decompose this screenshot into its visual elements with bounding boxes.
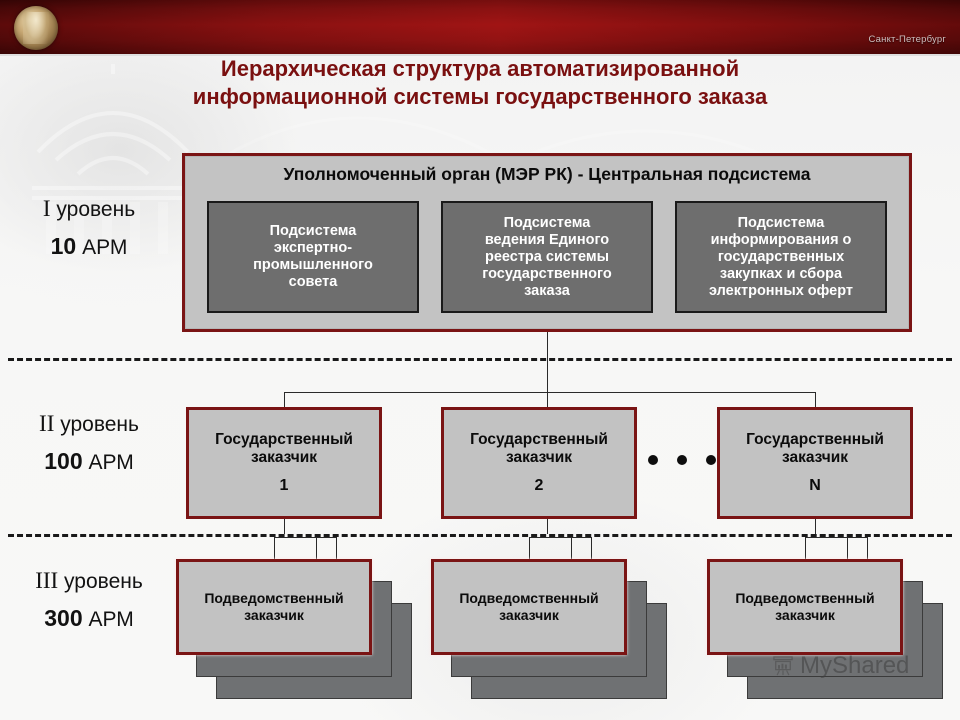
level-3-word: уровень — [64, 570, 143, 593]
level-1-word: уровень — [56, 198, 136, 221]
connector-l2-1-down — [284, 519, 285, 534]
level-3-count: 300 — [44, 605, 83, 631]
level-3-unit: АРМ — [88, 608, 134, 631]
banner-gradient-overlay — [0, 0, 960, 54]
level-2-unit: АРМ — [88, 451, 134, 474]
level-1-subsystem-row: Подсистема экспертно- промышленного сове… — [207, 201, 887, 313]
level-3-label: III уровень 300 АРМ — [0, 568, 178, 635]
ellipsis-more-customers — [648, 455, 716, 465]
state-customer-1[interactable]: Государственный заказчик 1 — [186, 407, 382, 519]
level-1-roman-line: I уровень — [0, 196, 178, 223]
ellipsis-dot-1 — [648, 455, 658, 465]
subordinate-customer-stack-1[interactable]: Подведомственный заказчик — [176, 559, 412, 699]
level-1-container[interactable]: Уполномоченный орган (МЭР РК) - Централь… — [182, 153, 912, 332]
connector-l3-2-main — [529, 537, 530, 559]
subsystem-procurement-info[interactable]: Подсистема информирования о государствен… — [675, 201, 887, 313]
subordinate-customer-3[interactable]: Подведомственный заказчик — [707, 559, 903, 655]
state-customer-n[interactable]: Государственный заказчик N — [717, 407, 913, 519]
subsystem-expert-council[interactable]: Подсистема экспертно- промышленного сове… — [207, 201, 419, 313]
level-2-roman: II — [39, 411, 55, 436]
connector-l3-1-main — [274, 537, 275, 559]
subordinate-customer-2[interactable]: Подведомственный заказчик — [431, 559, 627, 655]
level-1-unit: АРМ — [82, 236, 128, 259]
state-customer-n-index: N — [809, 477, 821, 494]
connector-level1-trunk — [547, 332, 548, 392]
level-2-count: 100 — [44, 448, 83, 474]
page-title: Иерархическая структура автоматизированн… — [192, 56, 768, 109]
subsystem-unified-registry[interactable]: Подсистема ведения Единого реестра систе… — [441, 201, 653, 313]
level-3-count-line: 300 АРМ — [0, 603, 178, 635]
state-customer-2[interactable]: Государственный заказчик 2 — [441, 407, 637, 519]
level-1-count-line: 10 АРМ — [0, 231, 178, 263]
connector-level2-drop-1 — [284, 392, 285, 408]
level-3-roman-line: III уровень — [0, 568, 178, 595]
level-2-count-line: 100 АРМ — [0, 446, 178, 478]
level-1-header-text: Уполномоченный орган (МЭР РК) - Централь… — [283, 164, 811, 184]
city-label: Санкт-Петербург — [868, 34, 946, 45]
level-1-label: I уровень 10 АРМ — [0, 196, 178, 263]
ellipsis-dot-2 — [677, 455, 687, 465]
level-2-label: II уровень 100 АРМ — [0, 411, 178, 478]
header-banner: Санкт-Петербург — [0, 0, 960, 56]
connector-level2-drop-3 — [815, 392, 816, 408]
connector-l3-1-bus — [274, 537, 336, 538]
connector-level2-bus — [284, 392, 815, 393]
subordinate-customer-stack-2[interactable]: Подведомственный заказчик — [431, 559, 667, 699]
divider-level2-level3 — [8, 534, 952, 537]
divider-level1-level2 — [8, 358, 952, 361]
state-customer-n-label: Государственный заказчик — [746, 431, 884, 466]
connector-l3-3-bus — [805, 537, 867, 538]
seal-figure-detail — [23, 12, 49, 44]
level-2-roman-line: II уровень — [0, 411, 178, 438]
level-2-word: уровень — [60, 413, 139, 436]
level-3-roman: III — [35, 568, 59, 593]
ellipsis-dot-3 — [706, 455, 716, 465]
state-customer-1-index: 1 — [279, 477, 289, 494]
state-customer-2-index: 2 — [534, 477, 544, 494]
connector-l2-2-down — [547, 519, 548, 534]
level-1-roman: I — [42, 196, 51, 221]
connector-l3-2-bus — [529, 537, 591, 538]
connector-l2-3-down — [815, 519, 816, 534]
connector-level2-drop-2 — [547, 392, 548, 408]
coin-seal-icon — [14, 6, 58, 50]
connector-l3-3-main — [805, 537, 806, 559]
subordinate-customer-1[interactable]: Подведомственный заказчик — [176, 559, 372, 655]
subordinate-customer-stack-3[interactable]: Подведомственный заказчик — [707, 559, 943, 699]
state-customer-2-label: Государственный заказчик — [470, 431, 608, 466]
state-customer-1-label: Государственный заказчик — [215, 431, 353, 466]
level-1-count: 10 — [50, 233, 77, 259]
